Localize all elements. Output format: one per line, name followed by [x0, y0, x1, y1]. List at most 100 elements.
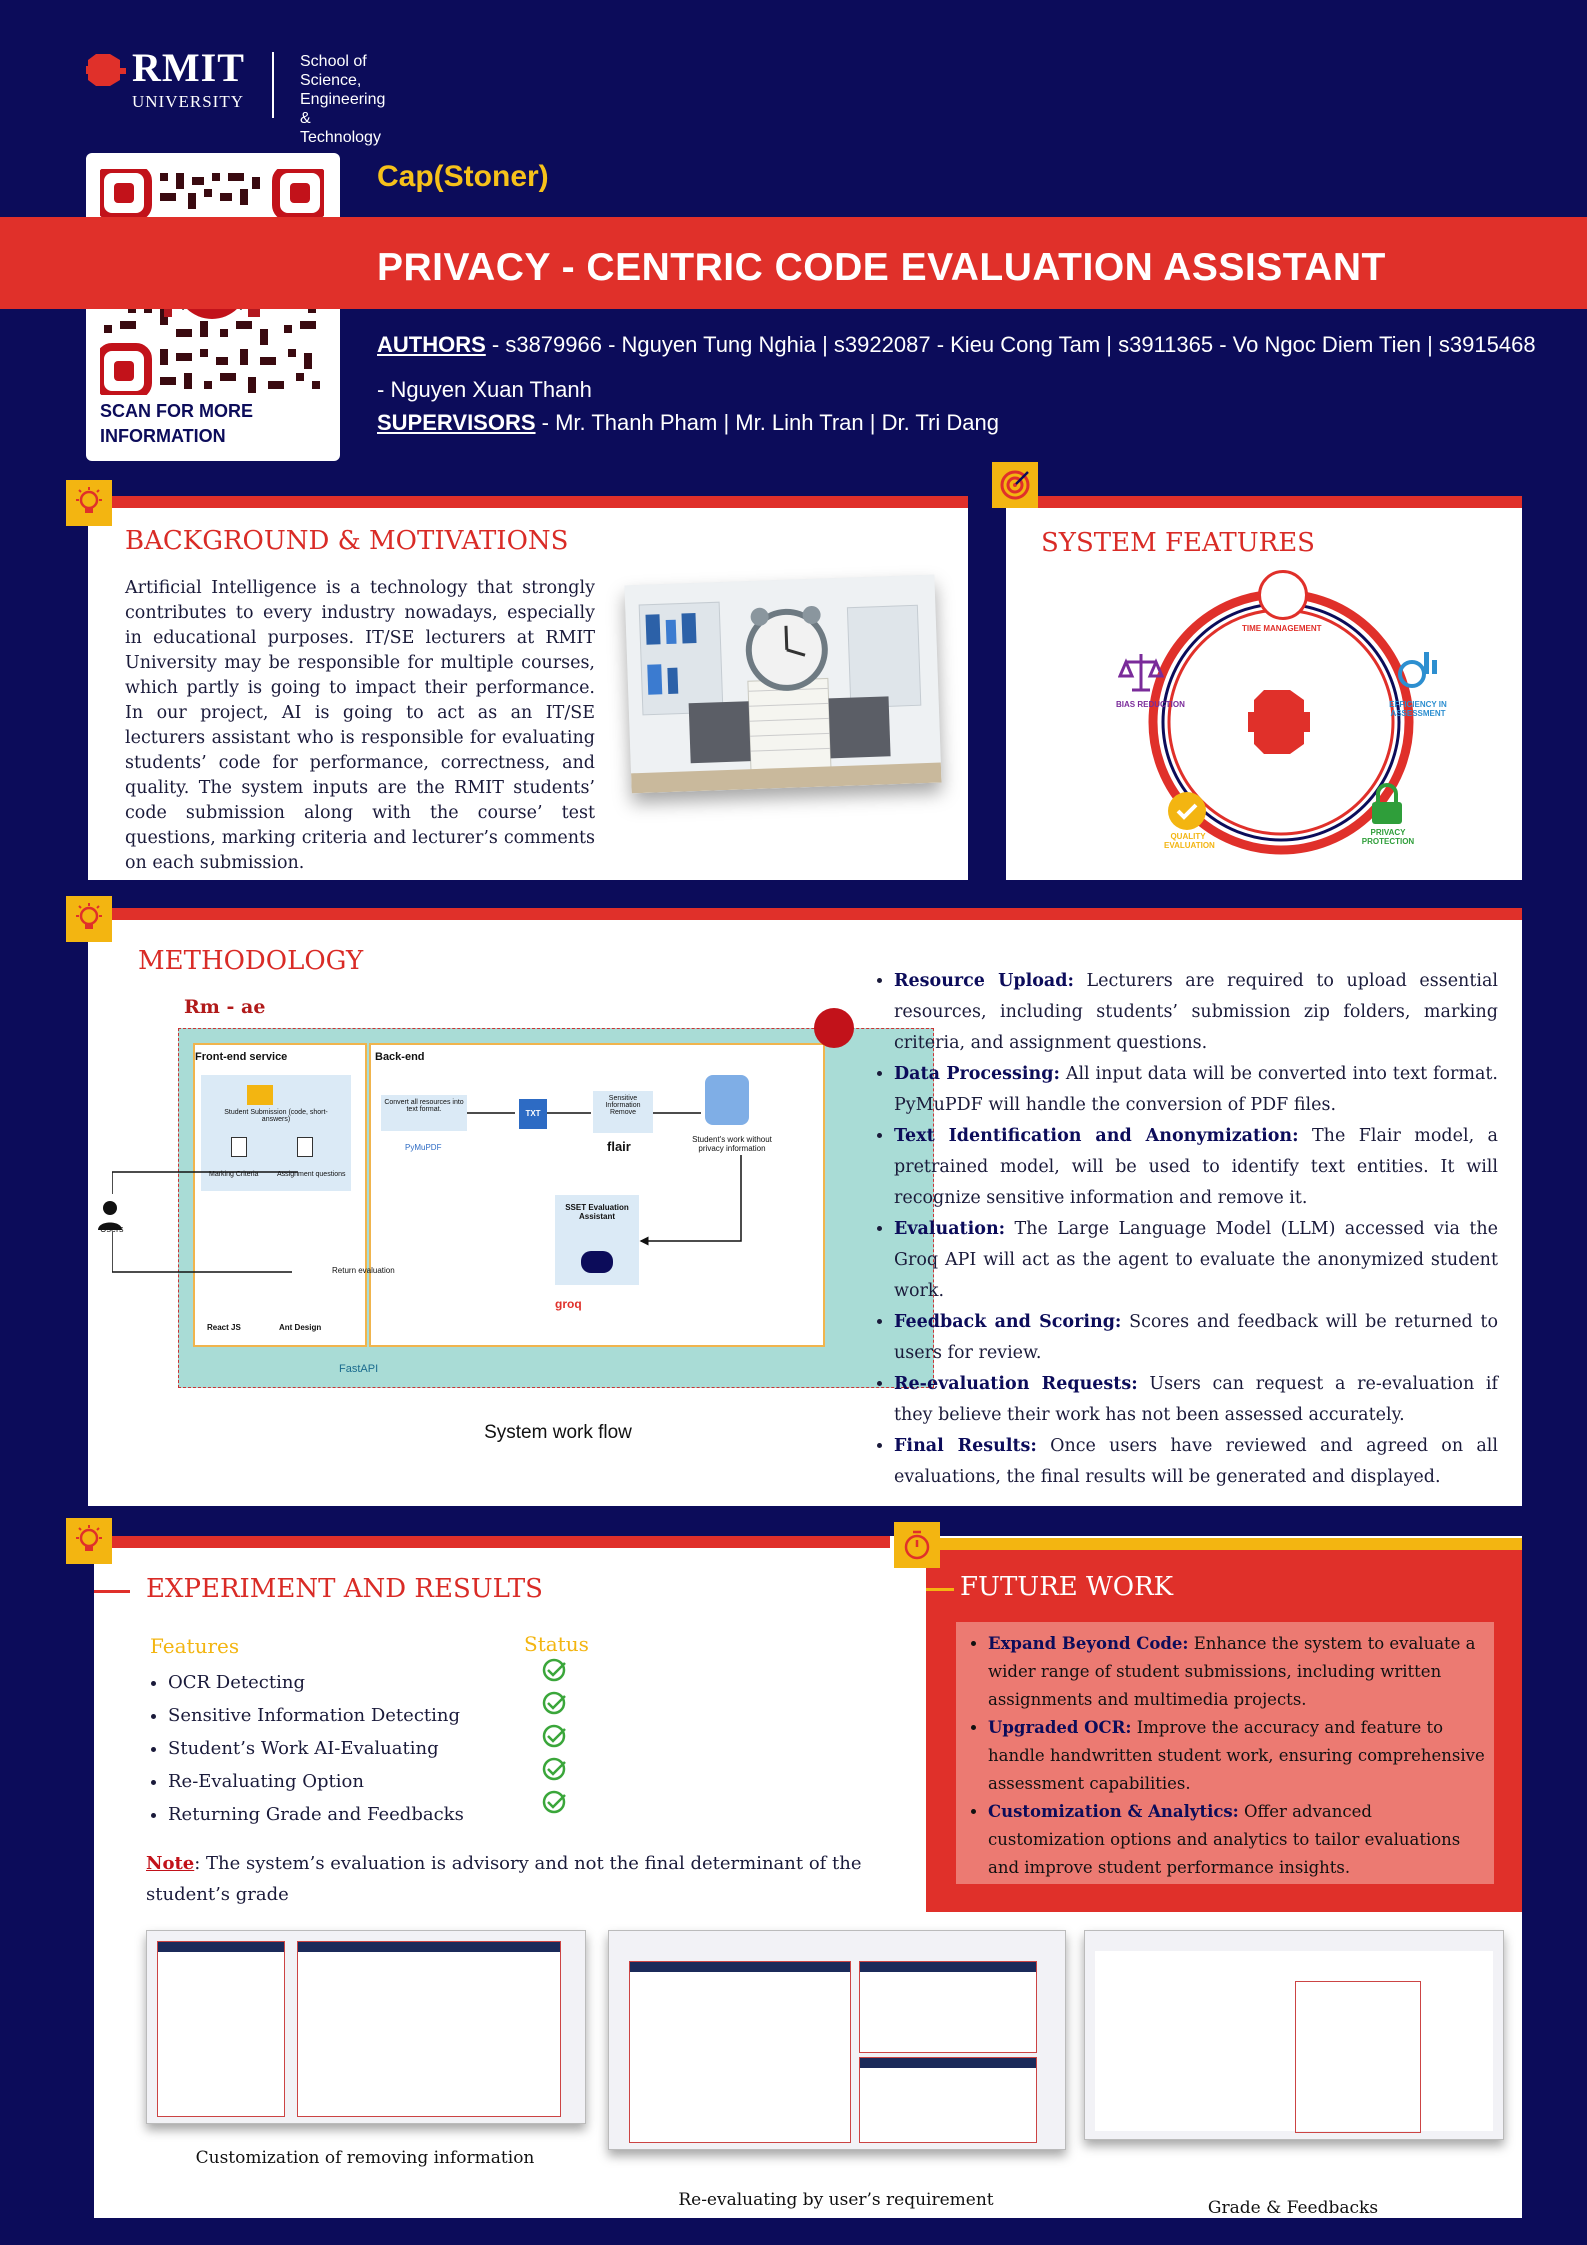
sset-label: SSET Evaluation Assistant	[565, 1203, 629, 1221]
background-title: BACKGROUND & MOTIVATIONS	[125, 526, 569, 556]
experiment-row: OCR Detecting	[168, 1666, 528, 1699]
frontend-label: Front-end service	[195, 1051, 288, 1063]
lightbulb-icon	[66, 480, 112, 526]
feature-quality: QUALITY EVALUATION	[1164, 832, 1215, 850]
poster-title: PRIVACY - CENTRIC CODE EVALUATION ASSIST…	[377, 246, 1386, 289]
screenshot-caption: Grade & Feedbacks	[1207, 2198, 1379, 2218]
step-item: Re-evaluation Requests: Users can reques…	[894, 1369, 1498, 1431]
feature-bias-reduction: BIAS REDUCTION	[1116, 700, 1185, 709]
screenshot-reevaluate	[608, 1930, 1066, 2150]
flair-label: flair	[607, 1139, 631, 1154]
authors-label: AUTHORS	[377, 332, 486, 357]
stressed-worker-photo	[624, 574, 942, 794]
efficiency-gear-icon	[1390, 646, 1440, 696]
stopwatch-icon	[894, 1522, 940, 1568]
scales-icon	[1117, 650, 1165, 696]
fastapi-label: FastAPI	[339, 1363, 379, 1375]
clock-icon	[1258, 570, 1308, 620]
feature-privacy: PRIVACY PROTECTION	[1361, 828, 1415, 846]
lightbulb-icon	[66, 896, 112, 942]
future-box: Expand Beyond Code: Enhance the system t…	[956, 1622, 1494, 1884]
mock-feedback-panel	[859, 1961, 1037, 2053]
criteria-doc-icon	[231, 1137, 247, 1157]
questions-label: Assignment questions	[277, 1171, 346, 1178]
qr-caption: SCAN FOR MORE INFORMATION	[100, 401, 253, 446]
experiment-row: Re-Evaluating Option	[168, 1765, 528, 1798]
school-name: School of Science, Engineering & Technol…	[300, 53, 386, 146]
authors-line: AUTHORS - s3879966 - Nguyen Tung Nghia |…	[377, 322, 1537, 412]
screenshot-caption: Re-evaluating by user’s requirement	[678, 2190, 994, 2210]
note-label: Note	[146, 1853, 195, 1874]
future-list: Expand Beyond Code: Enhance the system t…	[966, 1630, 1492, 1882]
mascot-icon	[814, 1008, 854, 1048]
supervisors-line: SUPERVISORS - Mr. Thanh Pham | Mr. Linh …	[377, 410, 999, 436]
team-name: Cap(Stoner)	[377, 160, 549, 193]
experiment-row: Sensitive Information Detecting	[168, 1699, 528, 1732]
robot-icon	[581, 1251, 613, 1273]
mock-instructions-panel	[859, 2057, 1037, 2143]
features-title: SYSTEM FEATURES	[1041, 528, 1315, 558]
submission-label: Student Submission (code, short-answers)	[224, 1109, 328, 1123]
note-text: : The system’s evaluation is advisory an…	[146, 1853, 862, 1905]
future-item: Customization & Analytics: Offer advance…	[988, 1798, 1492, 1882]
step-item: Final Results: Once users have reviewed …	[894, 1431, 1498, 1493]
step-item: Evaluation: The Large Language Model (LL…	[894, 1214, 1498, 1307]
experiment-redbar	[94, 1536, 890, 1548]
experiment-row: Student’s Work AI-Evaluating	[168, 1732, 528, 1765]
experiment-title: EXPERIMENT AND RESULTS	[146, 1574, 543, 1604]
lightbulb-icon	[66, 1518, 112, 1564]
sensitive-remove-box: Sensitive Information Remove	[593, 1091, 653, 1133]
questions-doc-icon	[297, 1137, 313, 1157]
feature-time-management: TIME MANAGEMENT	[1242, 624, 1322, 633]
criteria-label: Marking Criteria	[209, 1171, 259, 1178]
users-icon	[98, 1200, 122, 1230]
step-item: Data Processing: All input data will be …	[894, 1059, 1498, 1121]
target-icon	[992, 462, 1038, 508]
logo-university: UNIVERSITY	[132, 92, 244, 111]
screenshot-remove-info	[146, 1930, 586, 2124]
background-panel: BACKGROUND & MOTIVATIONS Artificial Inte…	[88, 496, 968, 880]
logo-name: RMIT	[132, 45, 245, 90]
mock-code-panel	[297, 1941, 561, 2117]
step-item: Text Identification and Anonymization: T…	[894, 1121, 1498, 1214]
supervisors-text: - Mr. Thanh Pham | Mr. Linh Tran | Dr. T…	[535, 410, 999, 435]
diagram-brand: Rm - ae	[184, 996, 266, 1018]
convert-box: Convert all resources into text format.	[381, 1095, 467, 1131]
quality-check-icon	[1168, 792, 1206, 830]
step-item: Feedback and Scoring: Scores and feedbac…	[894, 1307, 1498, 1369]
feature-efficiency: EFFICIENCY IN ASSESSMENT	[1389, 700, 1447, 718]
future-yellowbar	[926, 1538, 1522, 1550]
future-accent	[926, 1588, 954, 1591]
folder-icon	[247, 1085, 273, 1105]
methodology-steps: Resource Upload: Lecturers are required …	[872, 966, 1498, 1493]
step-item: Resource Upload: Lecturers are required …	[894, 966, 1498, 1059]
rmit-pixel-icon	[86, 54, 126, 86]
future-panel: FUTURE WORK Expand Beyond Code: Enhance …	[926, 1538, 1522, 1912]
mock-sidebar	[157, 1941, 285, 2117]
authors-text: - s3879966 - Nguyen Tung Nghia | s392208…	[377, 332, 1536, 402]
methodology-panel: METHODOLOGY Rm - ae Front-end service St…	[88, 908, 1522, 1506]
workflow-diagram: Front-end service Student Submission (co…	[178, 1028, 934, 1388]
status-checks	[542, 1658, 568, 1833]
screenshot-caption: Customization of removing information	[195, 2148, 535, 2168]
return-evaluation-label: Return evaluation	[332, 1266, 395, 1275]
backend-label: Back-end	[375, 1051, 425, 1063]
experiment-list: OCR Detecting Sensitive Information Dete…	[146, 1666, 528, 1831]
features-col-header: Features	[150, 1634, 240, 1658]
mock-question-panel	[629, 1961, 851, 2143]
methodology-title: METHODOLOGY	[138, 946, 364, 976]
methodology-redbar	[88, 908, 1522, 920]
title-banner	[0, 217, 1587, 309]
features-panel: SYSTEM FEATURES TIME MANAGEMENT BIAS RED…	[1006, 496, 1522, 880]
screenshot-grades	[1084, 1930, 1504, 2140]
backend-box: Back-end Convert all resources into text…	[369, 1043, 825, 1347]
groq-label: groq	[555, 1297, 582, 1311]
check-icons	[542, 1658, 566, 1814]
workflow-caption: System work flow	[484, 1422, 632, 1443]
users-label: Users	[100, 1224, 124, 1234]
future-title: FUTURE WORK	[960, 1572, 1174, 1602]
future-item: Upgraded OCR: Improve the accuracy and f…	[988, 1714, 1492, 1798]
student-work-label: Student's work without privacy informati…	[692, 1135, 772, 1153]
supervisors-label: SUPERVISORS	[377, 410, 536, 435]
react-label: React JS	[207, 1323, 241, 1332]
